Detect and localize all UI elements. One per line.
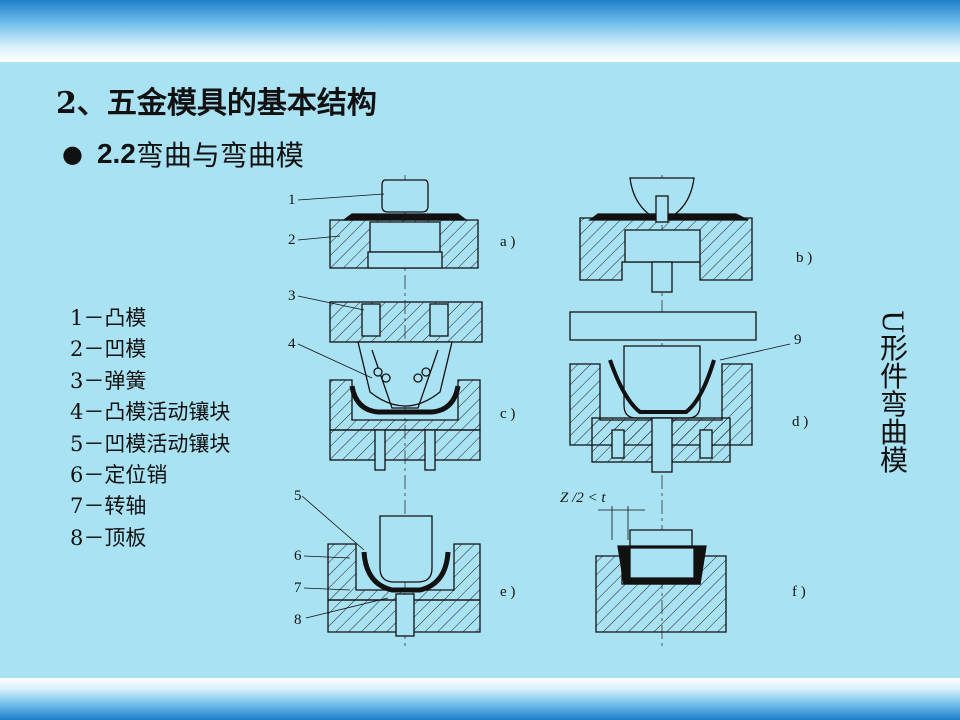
header-band — [0, 0, 960, 62]
drawing-f — [595, 506, 727, 633]
part-number: 5 — [294, 488, 302, 504]
legend-item: 6－定位销 — [70, 463, 168, 488]
drawing-c — [329, 301, 483, 471]
slide-heading: 2、五金模具的基本结构 — [56, 86, 377, 121]
clearance-note: Z /2 < t — [560, 490, 606, 506]
legend-item: 4－凸模活动镶块 — [70, 400, 231, 425]
part-number: 1 — [288, 192, 296, 208]
part-number: 9 — [794, 332, 802, 348]
panel-label-b: b ) — [796, 250, 812, 266]
legend-item: 8－顶板 — [70, 525, 147, 550]
part-number: 7 — [294, 580, 302, 596]
subheading-text: 弯曲与弯曲模 — [135, 139, 304, 172]
panel-label-e: e ) — [500, 584, 515, 600]
side-title: U形件弯曲模 — [876, 310, 909, 474]
bullet-icon: ● — [62, 140, 83, 168]
part-number: 4 — [288, 336, 296, 352]
drawing-d — [569, 311, 757, 473]
part-number: 8 — [294, 612, 302, 628]
footer-band — [0, 678, 960, 720]
drawing-a — [329, 179, 479, 269]
drawing-e — [327, 515, 481, 637]
legend-item: 3－弹簧 — [70, 368, 147, 393]
panel-label-a: a ) — [500, 234, 515, 250]
part-number: 2 — [288, 232, 296, 248]
subheading-number: 2.2 — [96, 138, 136, 169]
drawing-b — [579, 177, 753, 293]
panel-label-c: c ) — [500, 406, 515, 422]
legend-item: 1－凸模 — [70, 306, 147, 330]
panel-label-f: f ) — [792, 584, 806, 600]
legend-item: 7－转轴 — [70, 494, 147, 519]
parts-legend: 1－凸模 2－凹模 3－弹簧 4－凸模活动镶块 5－凹模活动镶块 6－定位销 7… — [70, 303, 230, 554]
slide-subheading: ● 2.2 弯曲与弯曲模 — [62, 134, 304, 174]
panel-label-d: d ) — [792, 414, 808, 430]
legend-item: 2－凹模 — [70, 337, 147, 362]
legend-item: 5－凹模活动镶块 — [70, 431, 231, 456]
part-number: 3 — [288, 288, 296, 304]
part-number: 6 — [294, 548, 302, 564]
